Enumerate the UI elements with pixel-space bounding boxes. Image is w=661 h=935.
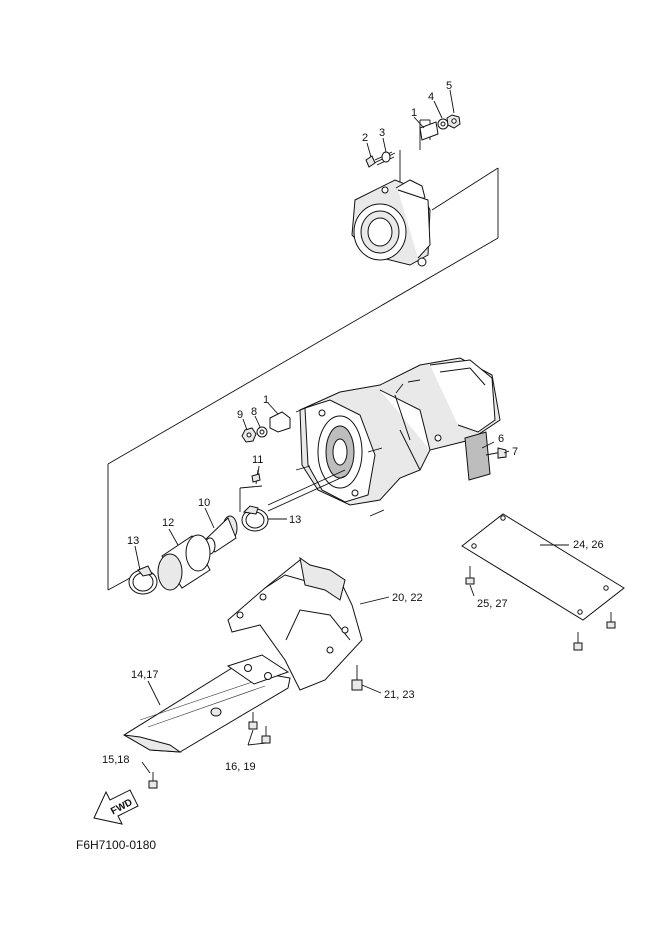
callout-6: 6: [498, 433, 504, 445]
hose-12: [157, 534, 211, 591]
callout-7: 7: [512, 446, 518, 458]
gasket-top: [419, 121, 439, 141]
callout-12: 12: [162, 517, 174, 529]
washer-nut-top: [437, 114, 461, 130]
diagram-code: F6H7100-0180: [76, 838, 156, 852]
callout-1-top: 1: [411, 107, 417, 119]
callout-13-right: 13: [289, 514, 301, 526]
screws-16-19: [247, 712, 271, 746]
screw-15-18: [148, 772, 158, 789]
callout-5: 5: [446, 80, 452, 92]
callout-15-18: 15,18: [102, 754, 130, 766]
plate-24-26: [461, 513, 625, 621]
intermediate-housing: [267, 357, 501, 517]
clamp-right: [241, 505, 269, 532]
rubber-block-bolt: [464, 431, 507, 481]
callout-13-left: 13: [127, 535, 139, 547]
callout-labels: 1 2 3 4 5 1 8 9 6 7 11 10 12 13 13 24, 2…: [76, 80, 604, 852]
callout-16-19: 16, 19: [225, 761, 256, 773]
leader-lines: [134, 89, 569, 774]
clamp-left: [128, 565, 158, 595]
bolt-21-23: [351, 665, 363, 691]
bearing-housing: [351, 119, 431, 267]
callout-20-22: 20, 22: [392, 592, 423, 604]
callout-21-23: 21, 23: [384, 689, 415, 701]
screw-11: [251, 469, 261, 485]
callout-1-mid: 1: [263, 394, 269, 406]
gasket-mid: [241, 411, 291, 443]
callout-9: 9: [237, 409, 243, 421]
callout-25-27: 25, 27: [477, 598, 508, 610]
callout-10: 10: [198, 497, 210, 509]
ride-plate-14-17: [123, 654, 291, 753]
callout-3: 3: [379, 127, 385, 139]
damper-10: [204, 515, 238, 555]
callout-8: 8: [251, 406, 257, 418]
callout-11: 11: [252, 454, 263, 466]
callout-24-26: 24, 26: [573, 539, 604, 551]
fwd-arrow-icon: [93, 789, 139, 825]
screws-25-27: [465, 566, 616, 651]
bolt-washer-top: [365, 151, 396, 168]
callout-14-17: 14,17: [131, 669, 159, 681]
assembly-frame-lines: [107, 167, 499, 591]
callout-2: 2: [362, 132, 368, 144]
bracket-20-22: [227, 556, 363, 691]
callout-4: 4: [428, 91, 434, 103]
